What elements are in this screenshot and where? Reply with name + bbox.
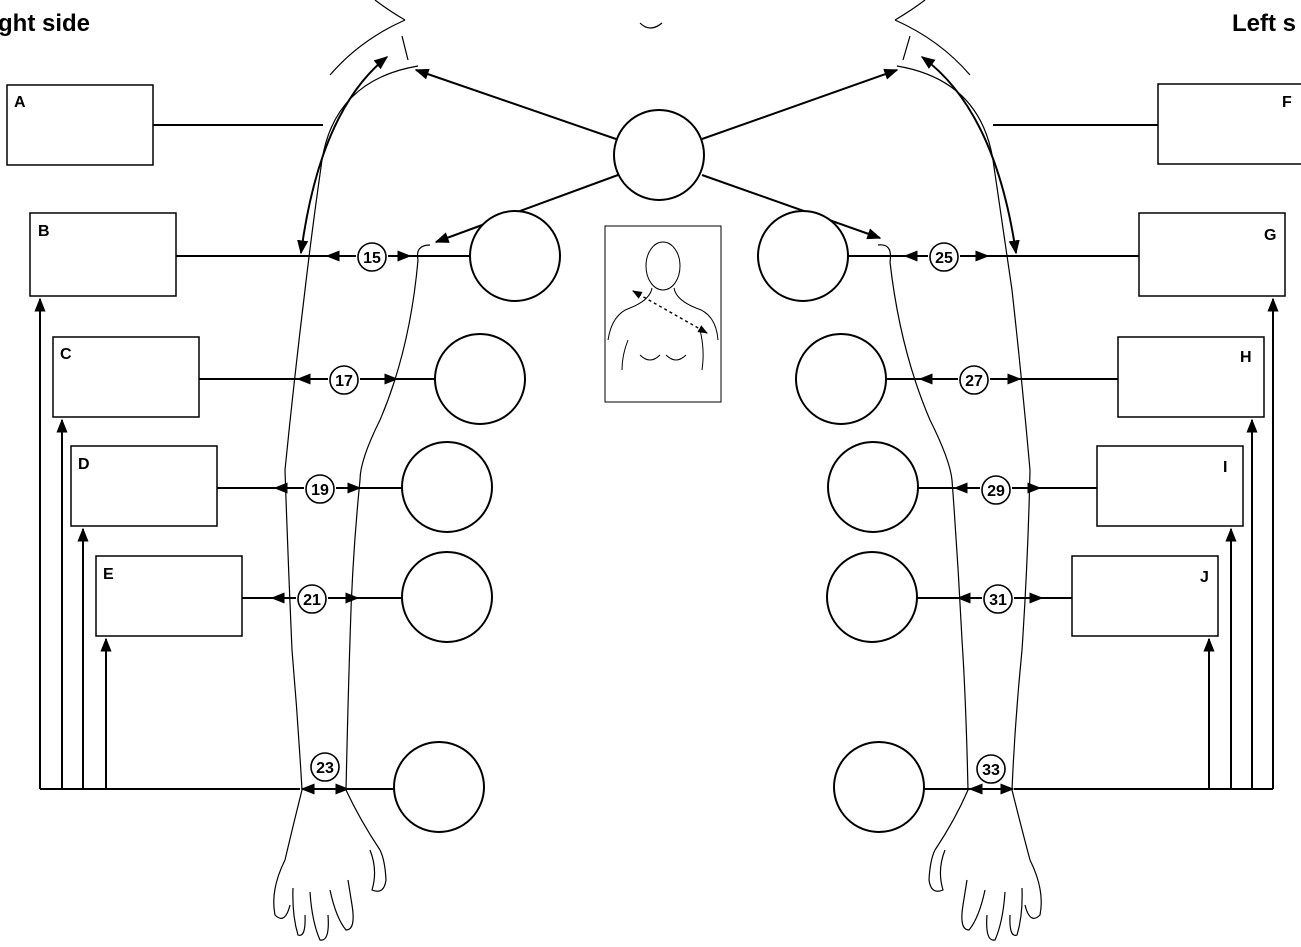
sleeve-length-arrow-right — [297, 56, 389, 255]
label-17: 17 — [335, 373, 353, 390]
label-31: 31 — [989, 592, 1007, 609]
box-a[interactable]: A — [6, 84, 154, 166]
svg-text:G: G — [1264, 227, 1276, 244]
label-33: 33 — [982, 762, 1000, 779]
svg-text:F: F — [1282, 94, 1292, 111]
svg-text:B: B — [38, 223, 50, 240]
box-g[interactable]: G — [1138, 212, 1286, 297]
armhole-arrow-right — [434, 174, 619, 243]
circle-29[interactable] — [827, 441, 919, 533]
box-d[interactable]: D — [70, 445, 218, 527]
svg-text:E: E — [103, 566, 114, 583]
svg-text:J: J — [1200, 569, 1209, 586]
circle-19[interactable] — [401, 441, 493, 533]
circle-15[interactable] — [469, 210, 561, 302]
svg-text:A: A — [14, 94, 26, 111]
label-23: 23 — [316, 760, 334, 777]
box-j[interactable]: J — [1071, 555, 1219, 637]
label-29: 29 — [987, 483, 1005, 500]
circle-33[interactable] — [833, 741, 925, 833]
shoulder-arrow-left — [701, 68, 899, 140]
label-25: 25 — [935, 250, 953, 267]
right-side-title: ght side — [0, 10, 90, 37]
torso-inset-image — [604, 225, 722, 403]
svg-text:C: C — [60, 346, 72, 363]
label-27: 27 — [965, 373, 983, 390]
circle-21[interactable] — [401, 551, 493, 643]
circle-25[interactable] — [757, 210, 849, 302]
armhole-arrow-left — [701, 174, 882, 240]
box-e[interactable]: E — [95, 555, 243, 637]
label-21: 21 — [303, 592, 321, 609]
circle-17[interactable] — [434, 333, 526, 425]
box-f[interactable]: F — [1157, 83, 1301, 165]
box-h[interactable]: H — [1117, 336, 1265, 418]
circle-23[interactable] — [393, 741, 485, 833]
sleeve-length-arrow-left — [920, 56, 1020, 255]
shoulder-arrow-right — [414, 68, 617, 140]
label-15: 15 — [363, 250, 381, 267]
circle-27[interactable] — [795, 333, 887, 425]
left-side-title: Left s — [1232, 10, 1296, 37]
circle-31[interactable] — [826, 551, 918, 643]
svg-text:H: H — [1240, 349, 1252, 366]
svg-text:D: D — [78, 456, 90, 473]
svg-text:I: I — [1223, 459, 1227, 476]
box-b[interactable]: B — [29, 212, 177, 297]
body-outline — [273, 0, 1042, 941]
box-i[interactable]: I — [1096, 445, 1244, 527]
shoulder-width-circle[interactable] — [613, 109, 705, 201]
label-19: 19 — [311, 482, 329, 499]
box-c[interactable]: C — [52, 336, 200, 418]
